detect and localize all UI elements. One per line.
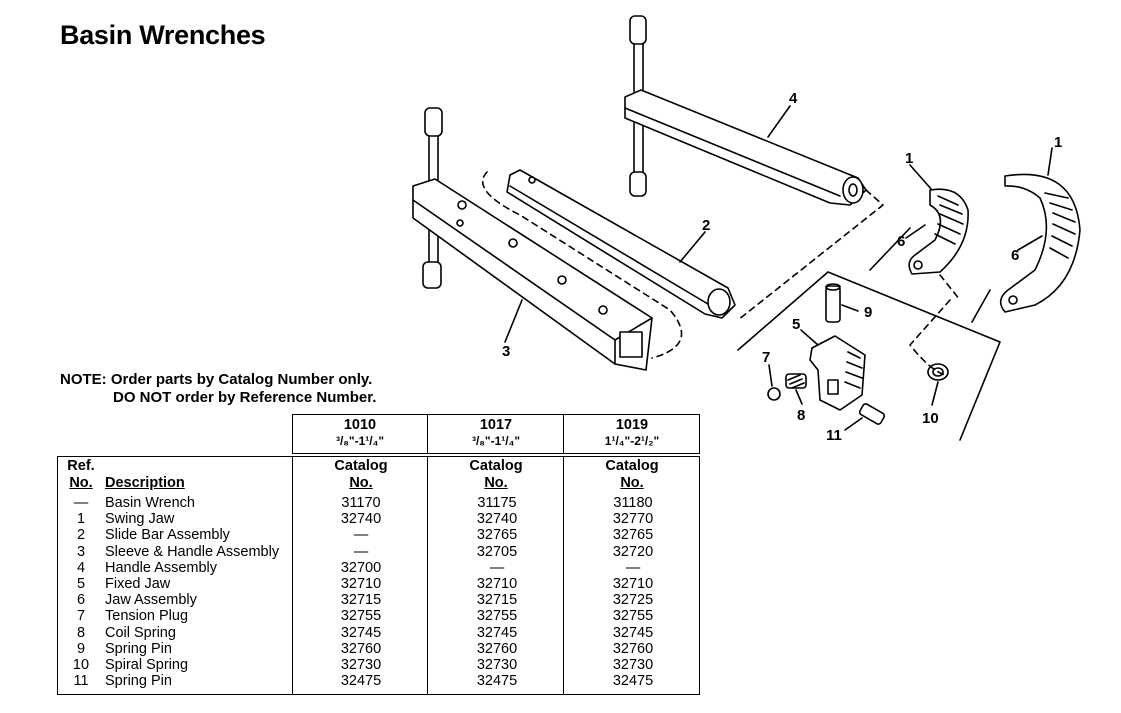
parts-list-box [57,456,700,695]
callout-5: 5 [792,316,800,333]
spring-pin-part [825,285,841,323]
model-header-1019: 1019 1¹/₄"-2¹/₂" [604,417,660,448]
callout-3: 3 [502,343,510,360]
model-header-1010: 1010 ³/₈"-1¹/₄" [335,417,385,448]
sleeve-handle-part [412,107,653,371]
fixed-jaw-part [809,335,866,411]
description-header: Description [105,475,185,491]
ref-no-header: Ref. No. [67,458,95,491]
note-line-2: DO NOT order by Reference Number. [113,389,377,406]
jaw-assembly-small-part [908,188,969,275]
callout-11: 11 [826,427,842,444]
callout-9: 9 [864,304,872,321]
spring-pin-small-part [858,403,886,425]
page-title: Basin Wrenches [60,20,266,50]
coil-spring-part [785,373,807,389]
callout-2: 2 [702,217,710,234]
model-header-1017: 1017 ³/₈"-1¹/₄" [471,417,521,448]
note-line-1: NOTE: Order parts by Catalog Number only… [60,371,373,388]
callout-1-large: 1 [1054,134,1062,151]
model-header-box [292,414,700,454]
callout-1-small: 1 [905,150,913,167]
jaw-assembly-large-part [999,173,1081,313]
callout-7: 7 [762,349,770,366]
catalog-header-1010: Catalog No. [334,458,388,491]
catalog-header-1019: Catalog No. [605,458,659,491]
callout-8: 8 [797,407,805,424]
callout-6-large: 6 [1011,247,1019,264]
slide-bar-part [506,169,736,319]
callout-6-small: 6 [897,233,905,250]
callout-4: 4 [789,90,798,107]
ordering-note: NOTE: Order parts by Catalog Number only… [60,371,376,407]
catalog-header-1017: Catalog No. [469,458,523,491]
handle-assembly-part [624,15,867,206]
tension-plug-part [767,387,781,401]
callout-10: 10 [922,410,939,427]
spiral-spring-part [927,363,949,381]
